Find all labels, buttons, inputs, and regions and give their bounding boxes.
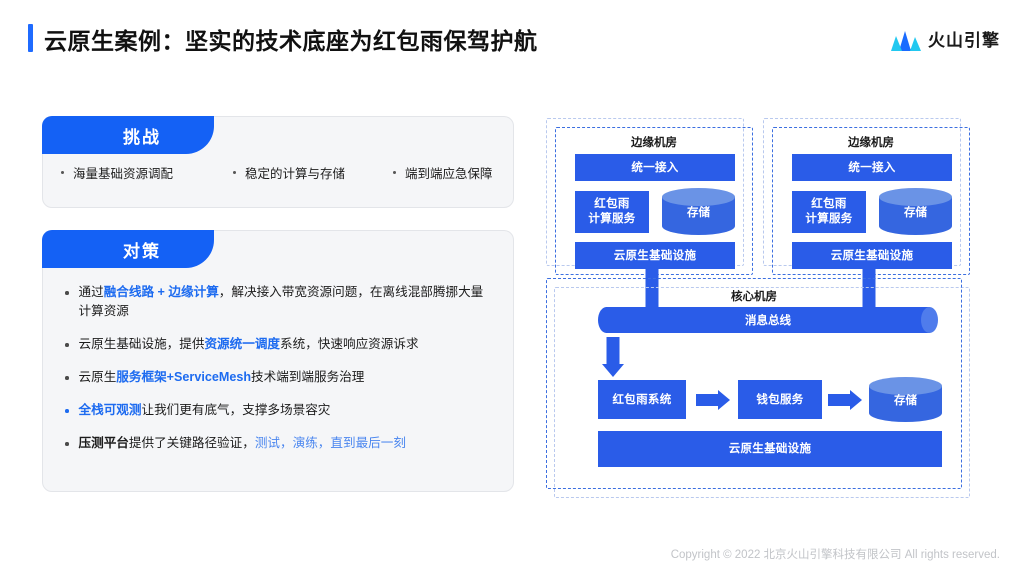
- challenge-item-label: 稳定的计算与存储: [245, 167, 346, 181]
- cylinder-top: [869, 377, 942, 395]
- arrow-bus-to-redpacket: [600, 337, 626, 377]
- arrow-shaft: [828, 393, 852, 406]
- core-room-outer-boundary: [554, 287, 970, 498]
- core-room-message-bus-label: 消息总线: [745, 315, 791, 327]
- volcano-mountain-icon: [891, 30, 921, 51]
- edge-room-1-storage-cylinder: 存储: [662, 188, 735, 235]
- architecture-diagram: 边缘机房 统一接入 红包雨 计算服务 存储 云原生基础设施 边缘机房 统一接入 …: [546, 118, 978, 500]
- strategy-bullet-item: 通过融合线路 + 边缘计算，解决接入带宽资源问题，在离线混部腾挪大量计算资源: [65, 283, 495, 321]
- strategy-bullet-text: 全栈可观测让我们更有底气，支撑多场景容灾: [79, 401, 331, 420]
- strategy-bullet-segment: 提供了关键路径验证，: [128, 436, 255, 450]
- page-title: 云原生案例：坚实的技术底座为红包雨保驾护航: [44, 28, 538, 54]
- challenge-item-label: 端到端应急保障: [405, 167, 493, 181]
- strategy-bullet-segment: 云原生: [78, 370, 117, 384]
- arrow-head: [850, 389, 862, 410]
- strategy-bullet-segment: 技术端到端服务治理: [251, 370, 365, 384]
- strategy-card: 对策 通过融合线路 + 边缘计算，解决接入带宽资源问题，在离线混部腾挪大量计算资…: [42, 230, 514, 492]
- challenge-items: 海量基础资源调配 稳定的计算与存储 端到端应急保障: [43, 163, 515, 182]
- edge-room-2-infra-box: 云原生基础设施: [792, 242, 952, 269]
- brand-name: 火山引擎: [928, 31, 1000, 50]
- core-room-label: 核心机房: [731, 291, 777, 303]
- bullet-dot-icon: [65, 442, 69, 446]
- challenge-card: 挑战 海量基础资源调配 稳定的计算与存储 端到端应急保障: [42, 116, 514, 208]
- challenge-item: 端到端应急保障: [393, 163, 493, 182]
- bullet-dot-icon: [61, 171, 64, 174]
- arrow-head: [718, 389, 730, 410]
- edge-room-1-access-box: 统一接入: [575, 154, 735, 181]
- core-room-infra-box: 云原生基础设施: [598, 431, 942, 467]
- strategy-bullet-segment: 压测平台: [78, 436, 129, 450]
- bullet-dot-icon: [233, 171, 236, 174]
- arrow-head: [602, 364, 624, 377]
- challenge-card-tab-label: 挑战: [123, 127, 161, 147]
- challenge-item: 海量基础资源调配: [61, 163, 233, 182]
- edge-room-1-inner-boundary: 边缘机房 统一接入 红包雨 计算服务 存储 云原生基础设施: [555, 127, 753, 275]
- edge-room-1-compute-line2: 计算服务: [588, 213, 636, 225]
- strategy-bullet-item: 云原生基础设施，提供资源统一调度系统，快速响应资源诉求: [65, 335, 495, 354]
- strategy-bullet-text: 云原生基础设施，提供资源统一调度系统，快速响应资源诉求: [79, 335, 419, 354]
- edge-room-2-compute-line2: 计算服务: [805, 213, 853, 225]
- strategy-card-tab: 对策: [42, 230, 214, 268]
- strategy-bullet-item: 全栈可观测让我们更有底气，支撑多场景容灾: [65, 401, 495, 420]
- strategy-bullet-segment: 云原生基础设施，提供: [78, 337, 205, 351]
- strategy-bullet-segment: 服务框架+ServiceMesh: [116, 370, 252, 384]
- strategy-bullet-segment: 全栈可观测: [78, 403, 142, 417]
- edge-room-1-compute-box: 红包雨 计算服务: [575, 191, 649, 233]
- edge-room-2-label: 边缘机房: [848, 137, 894, 149]
- edge-room-2-compute-box: 红包雨 计算服务: [792, 191, 866, 233]
- arrow-redpacket-to-wallet: [696, 380, 730, 419]
- strategy-bullet-text: 通过融合线路 + 边缘计算，解决接入带宽资源问题，在离线混部腾挪大量计算资源: [79, 283, 496, 321]
- strategy-bullet-item: 压测平台提供了关键路径验证，测试，演练，直到最后一刻: [65, 434, 495, 453]
- strategy-bullet-segment: 资源统一调度: [204, 337, 280, 351]
- challenge-item-label: 海量基础资源调配: [73, 167, 174, 181]
- strategy-bullet-segment: 系统，快速响应资源诉求: [280, 337, 419, 351]
- arrow-shaft: [606, 337, 620, 364]
- arrow-wallet-to-storage: [828, 380, 862, 419]
- edge-room-1-infra-box: 云原生基础设施: [575, 242, 735, 269]
- edge-room-2-compute-line1: 红包雨: [811, 198, 847, 210]
- title-accent-bar: [28, 24, 33, 52]
- cylinder-top: [879, 188, 952, 206]
- bullet-dot-icon: [393, 171, 396, 174]
- edge-room-1-label: 边缘机房: [631, 137, 677, 149]
- footer-copyright: Copyright © 2022 北京火山引擎科技有限公司 All rights…: [670, 549, 1000, 561]
- strategy-bullet-segment: 通过: [78, 285, 104, 299]
- core-room-flow-box-redpacket: 红包雨系统: [598, 380, 686, 419]
- brand-logo: 火山引擎: [891, 26, 1000, 51]
- bullet-dot-icon: [65, 291, 69, 295]
- challenge-item: 稳定的计算与存储: [233, 163, 393, 182]
- edge-room-2-storage-label: 存储: [904, 206, 927, 219]
- core-room-storage-cylinder: 存储: [869, 377, 942, 422]
- bullet-dot-icon: [65, 409, 69, 413]
- core-room-inner-boundary: 核心机房 消息总线 红包雨系统 钱包服务: [546, 278, 962, 489]
- strategy-bullet-segment: 融合线路 + 边缘计算: [103, 285, 219, 299]
- slide-header: 云原生案例：坚实的技术底座为红包雨保驾护航 火山引擎: [0, 0, 1024, 74]
- edge-room-2-access-box: 统一接入: [792, 154, 952, 181]
- strategy-bullet-item: 云原生服务框架+ServiceMesh技术端到端服务治理: [65, 368, 495, 387]
- edge-room-1-compute-line1: 红包雨: [594, 198, 630, 210]
- core-room-message-bus: 消息总线: [598, 307, 938, 333]
- bus-right-cap: [921, 307, 938, 333]
- core-room-flow-box-wallet: 钱包服务: [738, 380, 822, 419]
- arrow-shaft: [696, 393, 720, 406]
- edge-room-2-storage-cylinder: 存储: [879, 188, 952, 235]
- strategy-bullet-segment: 让我们更有底气，支撑多场景容灾: [141, 403, 331, 417]
- core-room-storage-label: 存储: [894, 394, 917, 407]
- bullet-dot-icon: [65, 376, 69, 380]
- strategy-bullet-segment: 测试，演练，直到最后一刻: [254, 436, 406, 450]
- strategy-bullet-segment: ，解决接入带宽资源问题，在离线混部腾挪大量计算资源: [78, 285, 484, 318]
- cylinder-top: [662, 188, 735, 206]
- edge-room-2-inner-boundary: 边缘机房 统一接入 红包雨 计算服务 存储 云原生基础设施: [772, 127, 970, 275]
- bullet-dot-icon: [65, 343, 69, 347]
- challenge-card-tab: 挑战: [42, 116, 214, 154]
- strategy-bullet-text: 云原生服务框架+ServiceMesh技术端到端服务治理: [79, 368, 365, 387]
- bus-body: [606, 307, 930, 333]
- strategy-bullet-text: 压测平台提供了关键路径验证，测试，演练，直到最后一刻: [79, 434, 406, 453]
- strategy-card-tab-label: 对策: [123, 241, 161, 261]
- edge-room-1-storage-label: 存储: [687, 206, 710, 219]
- strategy-bullet-list: 通过融合线路 + 边缘计算，解决接入带宽资源问题，在离线混部腾挪大量计算资源云原…: [43, 283, 515, 467]
